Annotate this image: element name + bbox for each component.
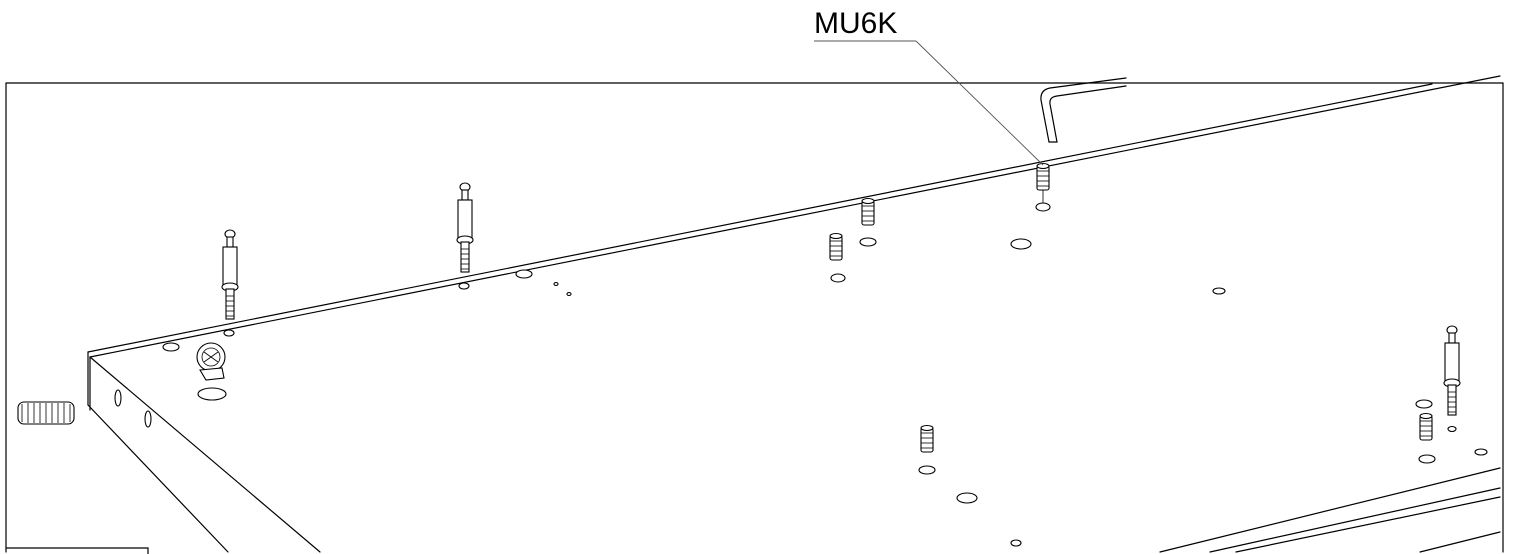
panel-holes [162,190,1488,547]
threaded-insert [829,232,843,261]
cam-lock [196,342,226,381]
threaded-insert [1036,162,1050,191]
dowel [17,401,75,425]
connector-pin [221,229,239,320]
callout-label: MU6K [814,7,897,40]
threaded-insert [920,424,934,453]
threaded-insert [861,197,875,226]
allen-key [1040,77,1127,143]
drawing-frame [5,82,1504,554]
panel [87,75,1501,553]
connector-pin [1443,325,1461,416]
connector-pin [456,182,474,273]
callout: MU6K [814,7,1044,166]
threaded-insert [1419,412,1433,441]
